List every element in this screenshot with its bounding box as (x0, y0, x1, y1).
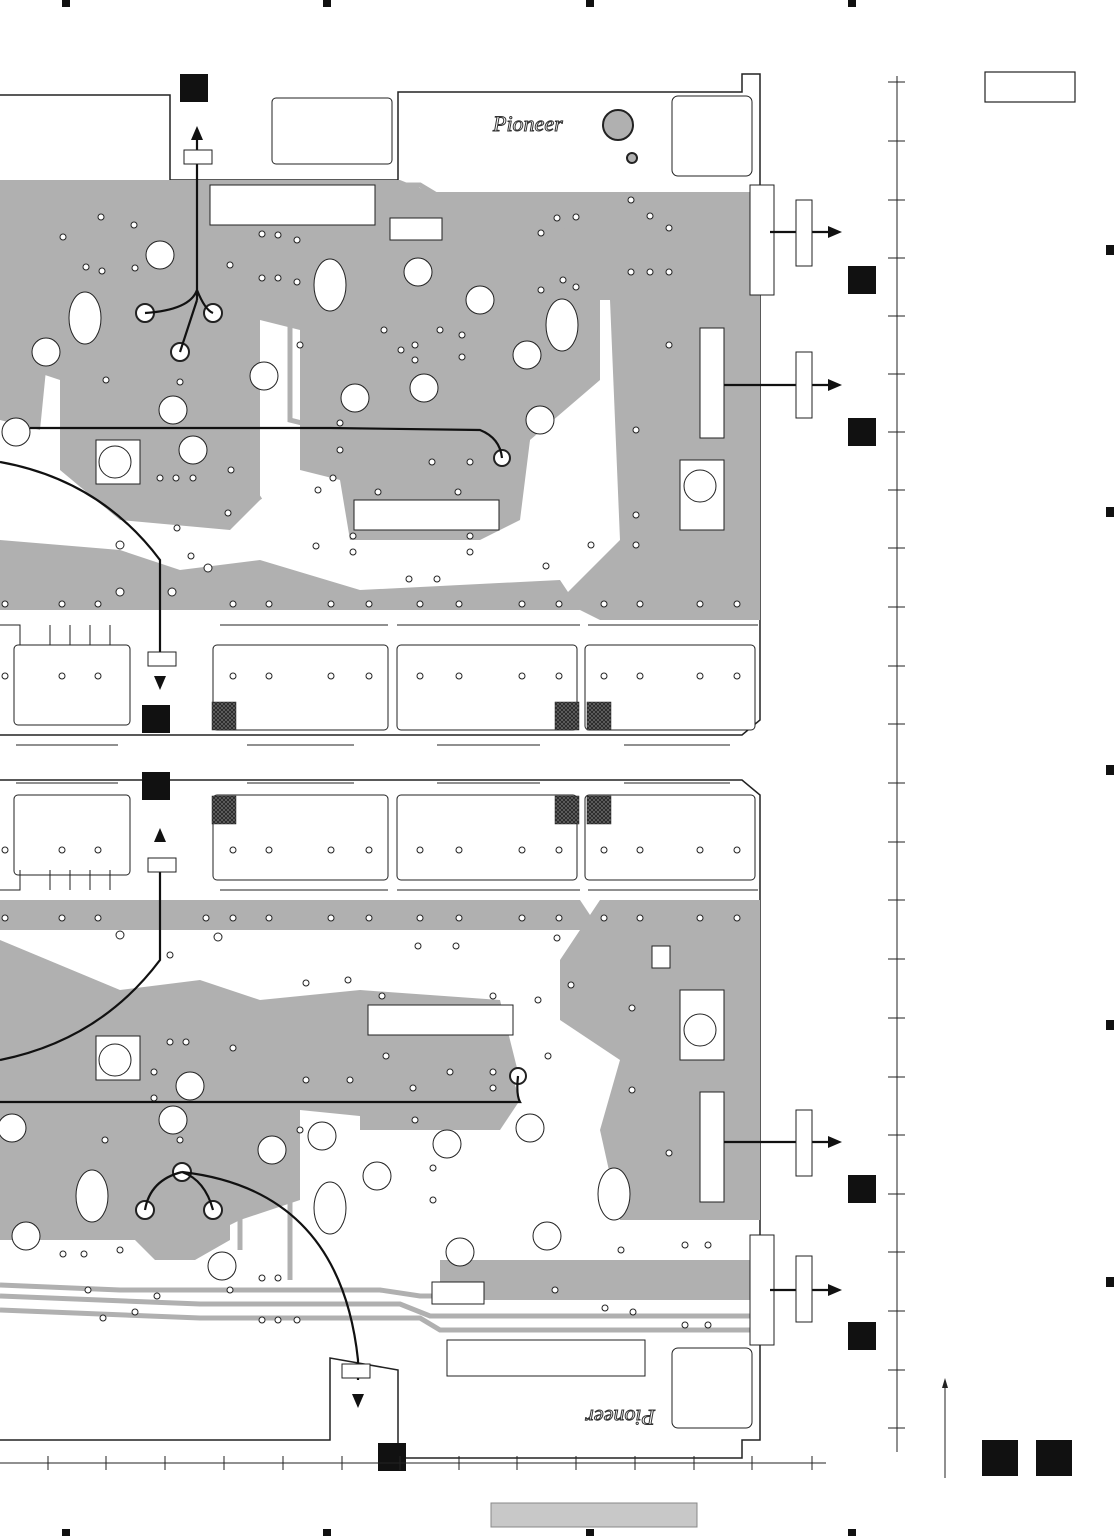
marker-block (142, 772, 170, 800)
marker-block (848, 1175, 876, 1203)
arrow-up-icon (942, 1378, 948, 1388)
top-board: Pioneer (0, 74, 876, 745)
marker-block (848, 266, 876, 294)
label-box (985, 72, 1075, 102)
arrow-right-icon (828, 1284, 842, 1296)
direction-arrow (942, 1378, 948, 1478)
up-arrow-icon (191, 126, 203, 140)
marker-block (848, 418, 876, 446)
arrow-right-icon (828, 379, 842, 391)
vertical-ruler (888, 76, 905, 1452)
marker-block (378, 1443, 406, 1471)
footer-bar (491, 1503, 697, 1527)
page-block-right (1036, 1440, 1072, 1476)
page-block-left (982, 1440, 1018, 1476)
bottom-board: Pioneer (0, 772, 876, 1471)
brand-logo-bottom: Pioneer (585, 1405, 656, 1430)
marker-block (180, 74, 208, 102)
down-arrow-icon (352, 1394, 364, 1408)
brand-logo-top: Pioneer (492, 111, 563, 136)
arrow-right-icon (828, 1136, 842, 1148)
arrow-right-icon (828, 226, 842, 238)
marker-block (142, 705, 170, 733)
marker-block (848, 1322, 876, 1350)
